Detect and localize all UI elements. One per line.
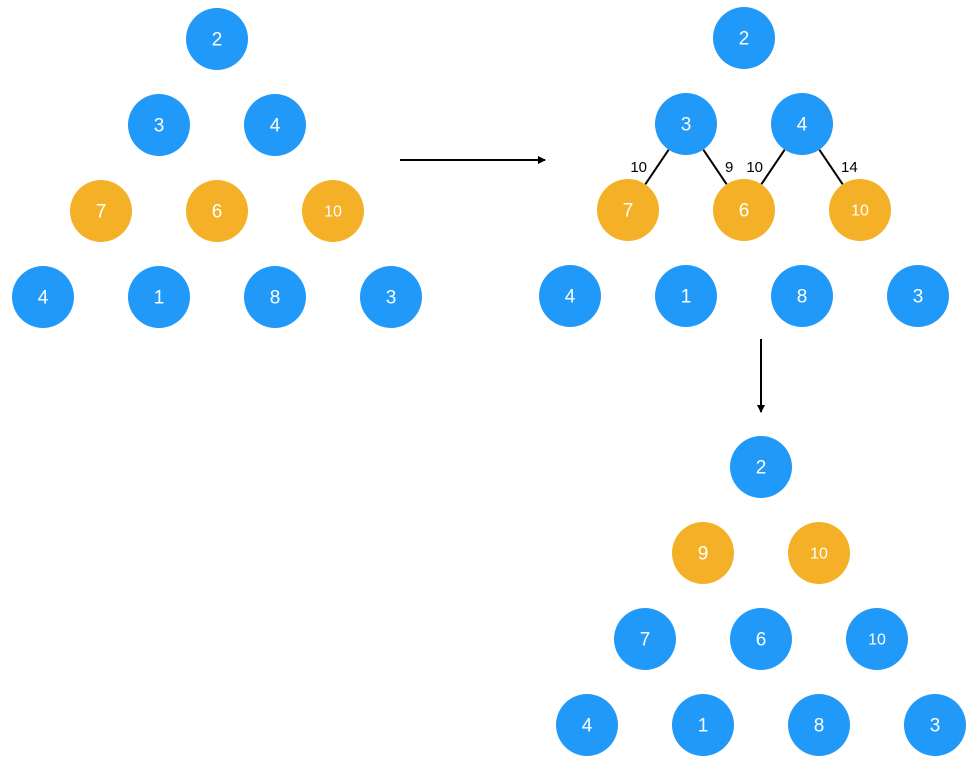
tree-node: 2 bbox=[730, 436, 792, 498]
edge-weight-label: 14 bbox=[841, 159, 858, 176]
highlighted-node-circle bbox=[788, 522, 850, 584]
highlighted-node-circle bbox=[302, 180, 364, 242]
tree-node: 1 bbox=[655, 265, 717, 327]
tree-node: 6 bbox=[713, 179, 775, 241]
highlighted-node-circle bbox=[713, 179, 775, 241]
node-value: 7 bbox=[623, 201, 634, 222]
node-value: 4 bbox=[270, 116, 281, 137]
tree-edge bbox=[818, 149, 844, 185]
tree-node: 10 bbox=[829, 179, 891, 241]
node-value: 10 bbox=[810, 546, 828, 563]
node-value: 3 bbox=[930, 716, 941, 737]
node-circle bbox=[788, 694, 850, 756]
node-value: 4 bbox=[797, 115, 808, 136]
tree-node: 10 bbox=[846, 608, 908, 670]
node-circle bbox=[655, 265, 717, 327]
tree-node: 4 bbox=[12, 266, 74, 328]
tree-node: 8 bbox=[788, 694, 850, 756]
node-circle bbox=[904, 694, 966, 756]
node-value: 3 bbox=[681, 115, 692, 136]
highlighted-node-circle bbox=[829, 179, 891, 241]
tree-node: 7 bbox=[597, 179, 659, 241]
node-value: 4 bbox=[38, 288, 49, 309]
node-circle bbox=[244, 94, 306, 156]
node-circle bbox=[128, 94, 190, 156]
node-circle bbox=[846, 608, 908, 670]
node-circle bbox=[128, 266, 190, 328]
tree-node: 6 bbox=[730, 608, 792, 670]
node-value: 3 bbox=[154, 116, 165, 137]
node-circle bbox=[730, 436, 792, 498]
node-value: 1 bbox=[681, 287, 692, 308]
tree-node: 10 bbox=[302, 180, 364, 242]
node-value: 9 bbox=[698, 544, 709, 565]
node-value: 2 bbox=[756, 458, 767, 479]
node-value: 10 bbox=[324, 204, 342, 221]
node-circle bbox=[186, 8, 248, 70]
node-circle bbox=[672, 694, 734, 756]
node-value: 3 bbox=[913, 287, 924, 308]
node-circle bbox=[771, 93, 833, 155]
node-circle bbox=[730, 608, 792, 670]
node-value: 6 bbox=[739, 201, 750, 222]
tree-node: 9 bbox=[672, 522, 734, 584]
node-circle bbox=[539, 265, 601, 327]
tree-node: 2 bbox=[713, 7, 775, 69]
node-value: 7 bbox=[640, 630, 651, 651]
node-value: 1 bbox=[154, 288, 165, 309]
node-value: 2 bbox=[212, 30, 223, 51]
tree-node: 3 bbox=[655, 93, 717, 155]
node-circle bbox=[655, 93, 717, 155]
node-value: 4 bbox=[565, 287, 576, 308]
tree-node: 7 bbox=[70, 180, 132, 242]
node-circle bbox=[12, 266, 74, 328]
node-value: 8 bbox=[814, 716, 825, 737]
node-value: 8 bbox=[270, 288, 281, 309]
tree-edge bbox=[644, 149, 670, 185]
tree-node: 3 bbox=[887, 265, 949, 327]
highlighted-node-circle bbox=[186, 180, 248, 242]
node-circle bbox=[360, 266, 422, 328]
tree-node: 8 bbox=[771, 265, 833, 327]
node-value: 10 bbox=[868, 632, 886, 649]
tree-node: 4 bbox=[771, 93, 833, 155]
highlighted-node-circle bbox=[672, 522, 734, 584]
node-value: 8 bbox=[797, 287, 808, 308]
tree-node: 3 bbox=[904, 694, 966, 756]
node-value: 2 bbox=[739, 29, 750, 50]
tree-node: 3 bbox=[360, 266, 422, 328]
edge-weight-label: 10 bbox=[630, 159, 647, 176]
tree-node: 1 bbox=[672, 694, 734, 756]
tree-node: 10 bbox=[788, 522, 850, 584]
node-value: 3 bbox=[386, 288, 397, 309]
tree-node: 4 bbox=[539, 265, 601, 327]
node-circle bbox=[614, 608, 676, 670]
node-value: 1 bbox=[698, 716, 709, 737]
tree-node: 4 bbox=[556, 694, 618, 756]
node-value: 6 bbox=[212, 202, 223, 223]
tree-node: 6 bbox=[186, 180, 248, 242]
node-value: 6 bbox=[756, 630, 767, 651]
node-circle bbox=[713, 7, 775, 69]
node-circle bbox=[887, 265, 949, 327]
node-circle bbox=[244, 266, 306, 328]
tree-node: 7 bbox=[614, 608, 676, 670]
tree-node: 3 bbox=[128, 94, 190, 156]
edge-weight-label: 9 bbox=[725, 159, 733, 176]
node-circle bbox=[556, 694, 618, 756]
tree-node: 2 bbox=[186, 8, 248, 70]
edge-weight-label: 10 bbox=[746, 159, 763, 176]
node-circle bbox=[771, 265, 833, 327]
tree-node: 8 bbox=[244, 266, 306, 328]
tree-node: 4 bbox=[244, 94, 306, 156]
tree-edge bbox=[702, 149, 728, 185]
node-value: 10 bbox=[851, 203, 869, 220]
tree-edge bbox=[760, 149, 786, 185]
highlighted-node-circle bbox=[70, 180, 132, 242]
node-value: 7 bbox=[96, 202, 107, 223]
tree-node: 1 bbox=[128, 266, 190, 328]
node-value: 4 bbox=[582, 716, 593, 737]
highlighted-node-circle bbox=[597, 179, 659, 241]
